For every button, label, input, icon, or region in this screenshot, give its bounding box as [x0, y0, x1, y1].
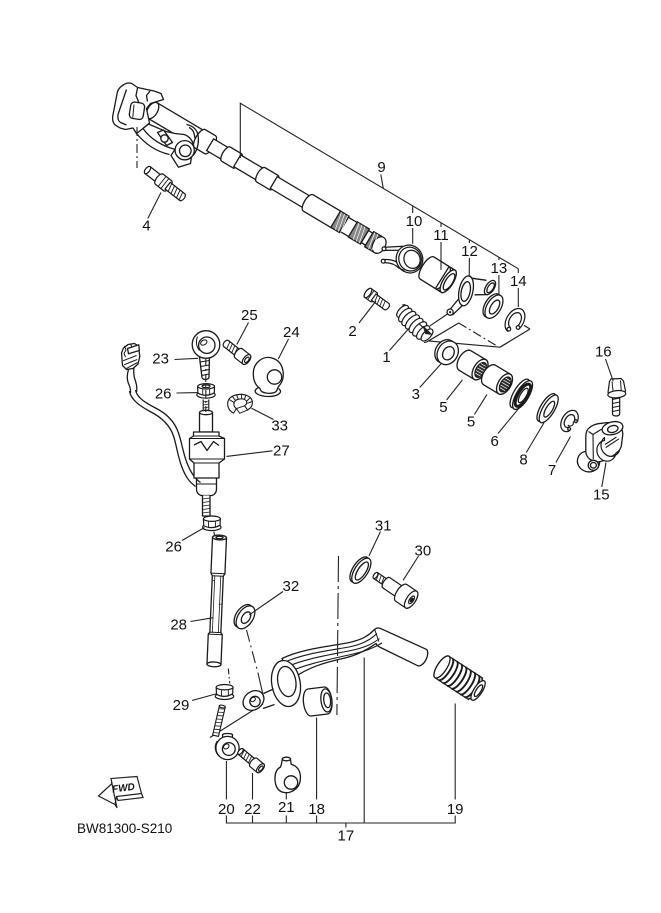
svg-text:25: 25	[241, 307, 258, 324]
svg-text:19: 19	[447, 801, 464, 818]
svg-text:13: 13	[491, 260, 508, 277]
svg-text:33: 33	[271, 418, 288, 435]
svg-text:6: 6	[491, 433, 499, 450]
svg-text:21: 21	[278, 799, 295, 816]
svg-text:14: 14	[510, 273, 527, 290]
svg-text:FWD: FWD	[112, 782, 136, 796]
svg-text:22: 22	[244, 801, 261, 818]
svg-text:30: 30	[415, 543, 432, 560]
svg-text:24: 24	[283, 324, 300, 341]
svg-text:15: 15	[593, 487, 610, 504]
svg-text:BW81300-S210: BW81300-S210	[77, 821, 172, 836]
svg-text:26: 26	[155, 386, 172, 403]
svg-text:12: 12	[461, 243, 478, 260]
svg-text:31: 31	[375, 518, 392, 535]
svg-text:16: 16	[595, 344, 612, 361]
svg-text:9: 9	[377, 159, 385, 176]
svg-text:10: 10	[406, 213, 423, 230]
svg-text:17: 17	[338, 828, 355, 845]
svg-text:29: 29	[173, 697, 190, 714]
svg-text:2: 2	[348, 323, 356, 340]
svg-text:28: 28	[170, 617, 187, 634]
svg-text:1: 1	[382, 349, 390, 366]
svg-text:4: 4	[142, 218, 150, 235]
svg-text:8: 8	[519, 452, 527, 469]
svg-text:23: 23	[152, 351, 169, 368]
svg-text:5: 5	[439, 399, 447, 416]
svg-text:20: 20	[218, 801, 235, 818]
svg-text:18: 18	[308, 801, 325, 818]
svg-text:32: 32	[283, 578, 300, 595]
svg-text:11: 11	[433, 227, 449, 244]
svg-text:3: 3	[412, 386, 420, 403]
svg-text:7: 7	[548, 462, 556, 479]
svg-text:27: 27	[273, 443, 290, 460]
svg-text:26: 26	[165, 539, 182, 556]
svg-text:5: 5	[467, 414, 475, 431]
